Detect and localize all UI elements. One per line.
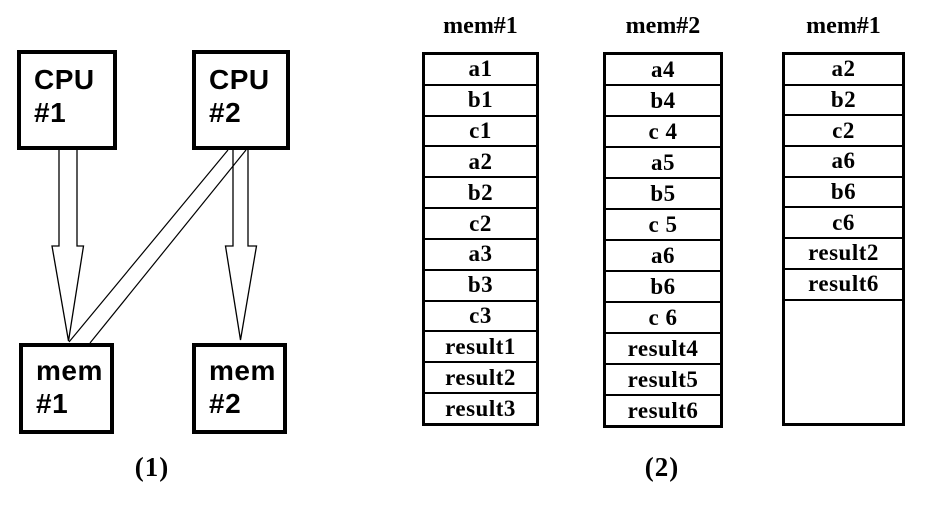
cpu1-to-mem1-block-arrow xyxy=(51,147,85,342)
memory-cell: c2 xyxy=(785,116,902,148)
memory-cell: result5 xyxy=(606,365,720,396)
mem2-box: mem #2 xyxy=(192,343,287,434)
memory-cell: a4 xyxy=(606,55,720,86)
cpu2-to-mem1-thin-arrow-right-line xyxy=(89,149,247,344)
memory-cell: c1 xyxy=(425,117,536,148)
mem1-after-table: a2 b2 c2 a6 b6 c6 result2 result6 xyxy=(782,52,905,426)
memory-cell: a5 xyxy=(606,148,720,179)
memory-cell: a2 xyxy=(425,147,536,179)
figure-caption-1: (1) xyxy=(134,452,170,482)
memory-cell: result4 xyxy=(606,334,720,365)
memory-cell: result6 xyxy=(785,270,902,301)
memory-cell: a6 xyxy=(785,147,902,178)
memory-cell: a3 xyxy=(425,240,536,271)
mem1-table: a1 b1 c1 a2 b2 c2 a3 b3 c3 result1 resul… xyxy=(422,52,539,426)
memory-cell: c 4 xyxy=(606,117,720,148)
memory-cell: b6 xyxy=(785,178,902,209)
memory-cell: c 6 xyxy=(606,303,720,334)
table3-title: mem#1 xyxy=(806,13,881,39)
memory-cell: b3 xyxy=(425,271,536,302)
cpu2-to-mem1-thin-arrow-left-line xyxy=(68,149,229,343)
memory-cell: c 5 xyxy=(606,210,720,241)
mem1-box: mem #1 xyxy=(19,343,114,434)
memory-cell: c6 xyxy=(785,208,902,240)
mem2-table: a4 b4 c 4 a5 b5 c 5 a6 b6 c 6 result4 re… xyxy=(603,52,723,428)
memory-cell: b2 xyxy=(425,178,536,210)
memory-cell: result3 xyxy=(445,395,516,421)
memory-cell: a6 xyxy=(606,241,720,272)
memory-cell: a2 xyxy=(785,55,902,86)
table2-title: mem#2 xyxy=(625,13,701,39)
figure-caption-2: (2) xyxy=(644,452,680,482)
memory-cell: b5 xyxy=(606,179,720,210)
memory-cell: c3 xyxy=(425,302,536,333)
memory-cell: a1 xyxy=(425,55,536,86)
memory-cell: result6 xyxy=(627,397,699,423)
table1-title: mem#1 xyxy=(443,13,518,39)
cpu2-box: CPU #2 xyxy=(192,50,290,150)
empty-memory-region xyxy=(785,300,902,423)
cpu1-box: CPU #1 xyxy=(17,50,117,150)
memory-cell: b2 xyxy=(785,86,902,117)
memory-cell: b6 xyxy=(606,272,720,303)
memory-cell: result2 xyxy=(425,363,536,395)
memory-cell: b4 xyxy=(606,86,720,117)
cpu2-to-mem2-block-arrow xyxy=(224,147,258,341)
memory-cell: c2 xyxy=(425,209,536,240)
memory-cell: result2 xyxy=(785,239,902,270)
memory-cell: result1 xyxy=(425,332,536,364)
memory-cell: b1 xyxy=(425,86,536,117)
